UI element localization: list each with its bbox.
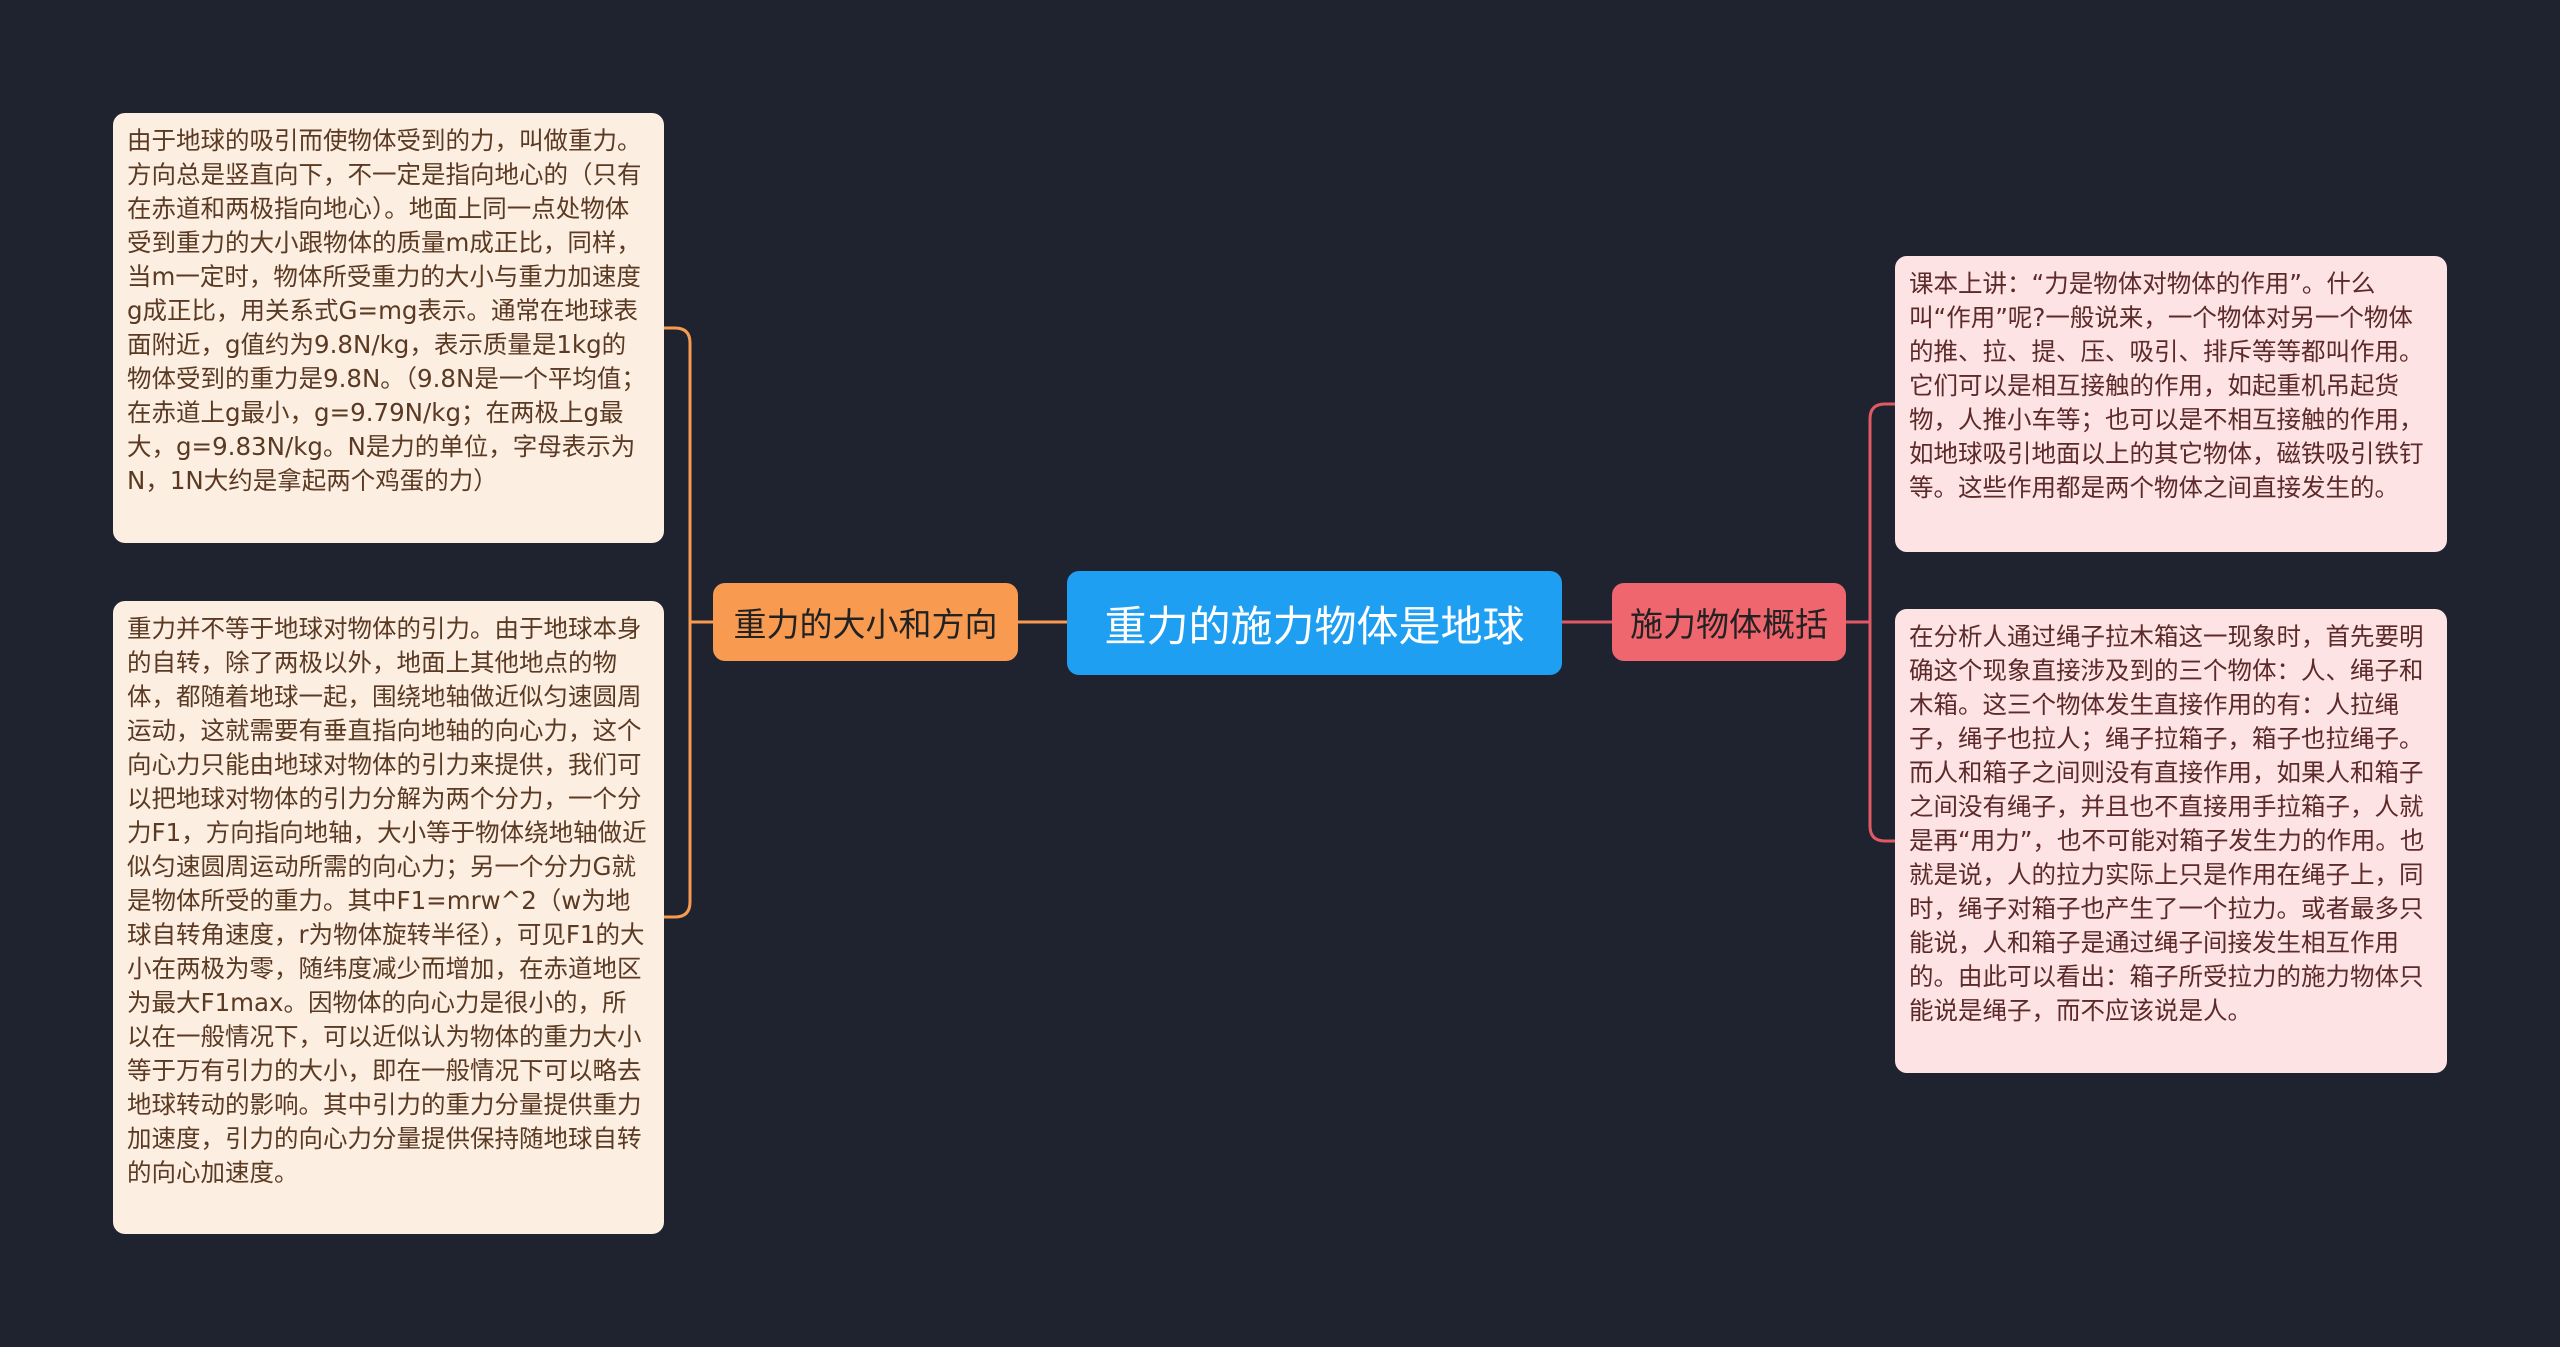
branch-node-force-object-summary[interactable]: 施力物体概括: [1612, 583, 1846, 661]
branch-label: 重力的大小和方向: [733, 605, 998, 644]
root-label: 重力的施力物体是地球: [1104, 601, 1525, 651]
leaf-node-force-is-interaction[interactable]: 课本上讲：“力是物体对物体的作用”。什么叫“作用”呢?一般说来，一个物体对另一个…: [1895, 256, 2447, 552]
connector-left-leaf-1: [664, 326, 713, 624]
leaf-node-gravity-vs-attraction[interactable]: 重力并不等于地球对物体的引力。由于地球本身的自转，除了两极以外，地面上其他地点的…: [113, 601, 664, 1234]
branch-node-gravity-magnitude-direction[interactable]: 重力的大小和方向: [713, 583, 1018, 661]
leaf-text: 由于地球的吸引而使物体受到的力，叫做重力。方向总是竖直向下，不一定是指向地心的（…: [127, 126, 646, 495]
branch-label: 施力物体概括: [1630, 605, 1828, 644]
leaf-node-gravity-definition[interactable]: 由于地球的吸引而使物体受到的力，叫做重力。方向总是竖直向下，不一定是指向地心的（…: [113, 113, 664, 543]
root-node[interactable]: 重力的施力物体是地球: [1067, 571, 1562, 675]
leaf-text: 课本上讲：“力是物体对物体的作用”。什么叫“作用”呢?一般说来，一个物体对另一个…: [1909, 269, 2424, 502]
leaf-node-rope-box-example[interactable]: 在分析人通过绳子拉木箱这一现象时，首先要明确这个现象直接涉及到的三个物体：人、绳…: [1895, 609, 2447, 1073]
leaf-text: 重力并不等于地球对物体的引力。由于地球本身的自转，除了两极以外，地面上其他地点的…: [127, 614, 647, 1187]
connector-right-leaf-2: [1846, 620, 1895, 843]
connector-left-leaf-2: [664, 620, 713, 919]
connector-right-leaf-1: [1846, 402, 1895, 624]
leaf-text: 在分析人通过绳子拉木箱这一现象时，首先要明确这个现象直接涉及到的三个物体：人、绳…: [1909, 622, 2425, 1025]
